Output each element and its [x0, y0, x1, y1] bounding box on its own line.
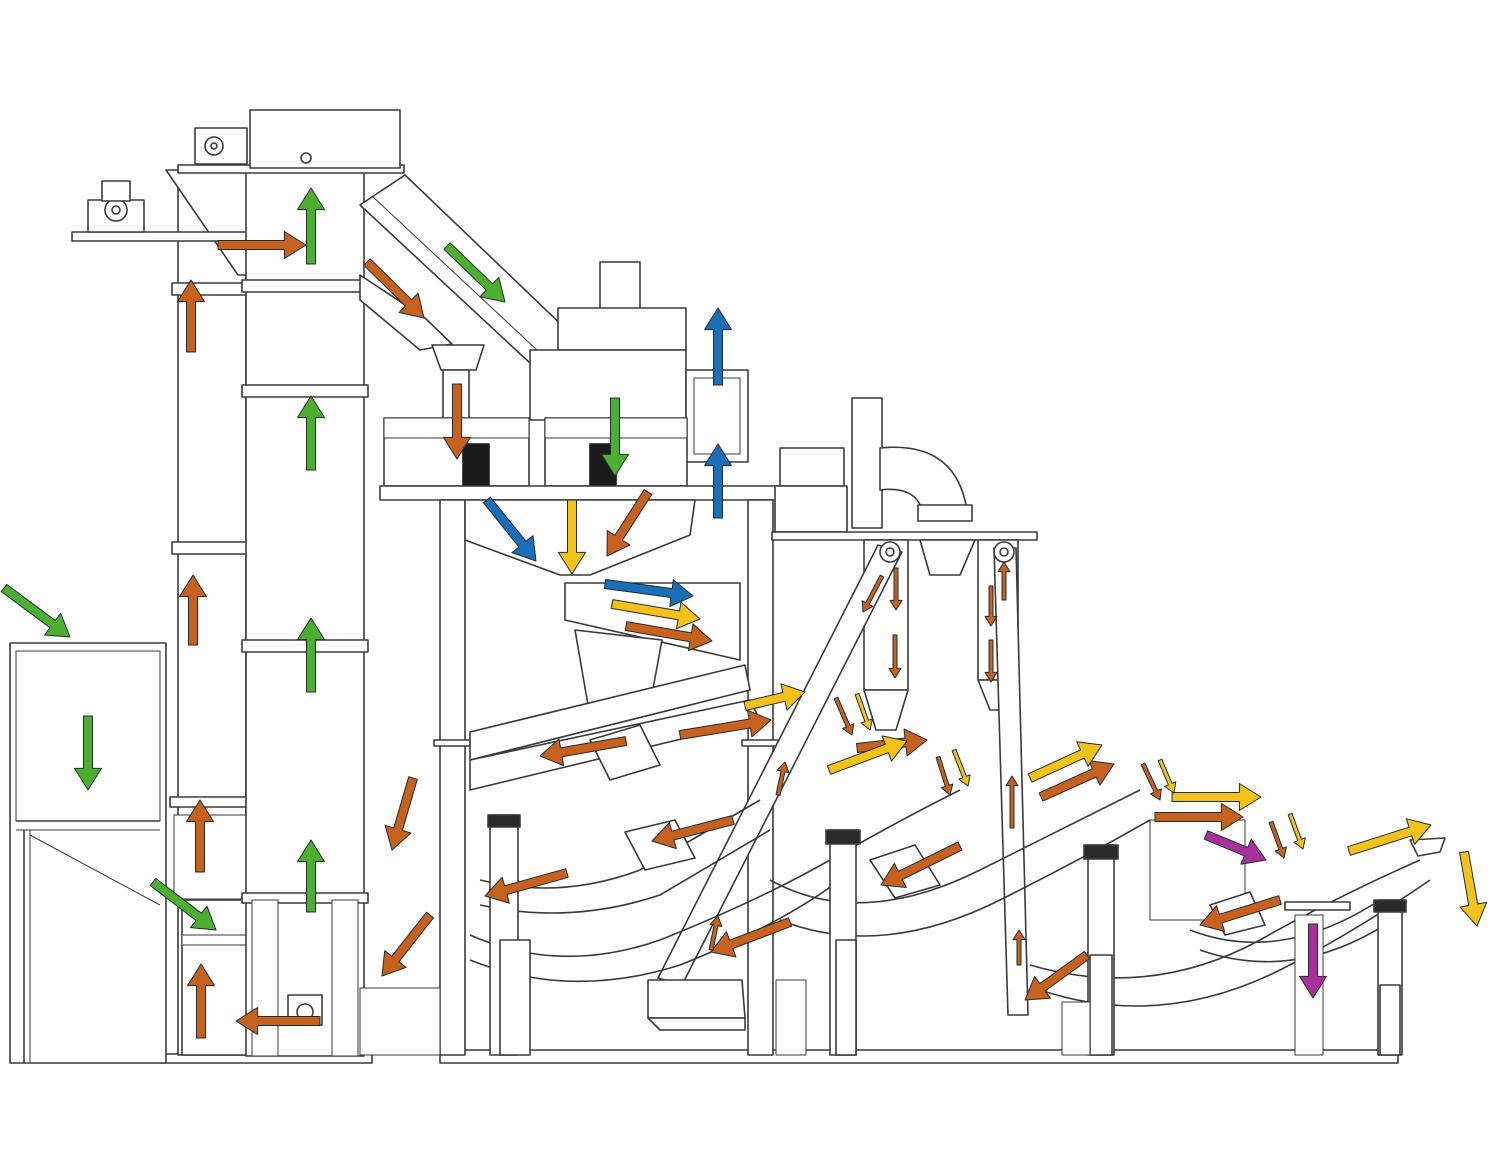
flow-arrow-orange-20	[624, 621, 713, 652]
flow-arrow-yellow-58	[854, 692, 873, 731]
flow-arrow-orange-41	[1268, 820, 1287, 859]
flow-arrow-yellow-57	[1459, 850, 1488, 927]
top-left-motor	[71, 180, 323, 242]
flow-arrow-yellow-60	[1157, 758, 1177, 794]
flow-arrow-yellow-53	[826, 735, 908, 775]
flow-arrow-green-4	[297, 617, 325, 693]
base-frame-right	[439, 1049, 1399, 1064]
flow-arrow-orange-29	[1154, 803, 1244, 831]
flow-arrow-orange-15	[187, 963, 215, 1039]
flow-arrow-orange-16	[235, 1007, 321, 1035]
machine-drawing	[9, 109, 1446, 1064]
flow-arrow-green-2	[149, 877, 217, 931]
flow-arrow-blue-49	[603, 579, 694, 607]
flow-arrow-yellow-54	[1027, 741, 1103, 783]
flow-arrow-yellow-50	[558, 499, 586, 575]
flow-arrow-orange-30	[1199, 895, 1282, 932]
flow-arrow-green-0	[0, 583, 71, 638]
flow-arrow-orange-32	[861, 574, 885, 613]
flow-arrow-orange-34	[888, 634, 902, 679]
flow-arrow-blue-48	[483, 496, 537, 562]
flow-arrow-orange-19	[606, 489, 653, 557]
flow-arrow-orange-33	[889, 567, 903, 611]
main-platform	[379, 485, 781, 1056]
flow-arrow-yellow-51	[610, 599, 701, 630]
flow-arrow-orange-39	[935, 755, 954, 796]
support-posts	[359, 814, 1407, 1056]
flow-arrow-orange-26	[880, 841, 963, 888]
left-elevator	[165, 169, 253, 1056]
flow-arrow-yellow-52	[743, 683, 806, 711]
flow-arrow-orange-31	[1024, 950, 1091, 1001]
flow-arrow-orange-38	[833, 696, 855, 736]
flow-arrow-orange-23	[651, 815, 735, 850]
upper-housing	[529, 261, 749, 463]
flow-arrow-orange-9	[217, 231, 307, 259]
flow-arrow-orange-10	[177, 279, 205, 353]
flow-arrow-orange-18	[381, 911, 434, 977]
flow-arrow-purple-62	[1203, 830, 1267, 865]
flow-arrow-green-8	[601, 397, 629, 477]
flow-arrow-blue-46	[704, 307, 732, 386]
flow-arrow-orange-13	[179, 574, 207, 646]
flow-arrow-orange-21	[539, 736, 628, 767]
flow-arrow-orange-11	[363, 258, 425, 319]
flow-arrow-orange-44	[775, 761, 790, 796]
flow-arrow-green-7	[443, 242, 506, 303]
flow-arrow-yellow-59	[951, 748, 971, 787]
flow-arrow-blue-47	[704, 443, 732, 519]
flow-arrow-orange-12	[443, 383, 471, 460]
flow-arrows	[0, 187, 1488, 1039]
intake-hopper	[9, 642, 167, 1064]
flow-arrow-orange-24	[484, 868, 569, 904]
flow-arrow-yellow-56	[1347, 818, 1432, 856]
flow-arrow-orange-40	[1140, 762, 1162, 801]
flow-arrow-orange-42	[1005, 775, 1019, 829]
flow-arrow-orange-22	[678, 709, 772, 740]
flow-arrow-orange-35	[984, 585, 998, 627]
flow-arrow-orange-28	[1038, 760, 1115, 802]
flow-arrow-purple-63	[1299, 923, 1327, 999]
flow-arrow-green-5	[297, 395, 325, 471]
flow-arrow-green-3	[297, 839, 325, 913]
flow-arrow-orange-17	[384, 776, 418, 851]
flow-arrow-orange-25	[710, 917, 793, 958]
flow-arrow-orange-14	[186, 799, 214, 873]
curved-troughs	[469, 724, 1446, 1007]
flow-arrow-yellow-61	[1287, 812, 1306, 850]
main-elevator	[177, 109, 405, 1057]
flow-arrow-green-6	[297, 187, 325, 265]
flow-arrow-orange-37	[997, 561, 1011, 601]
flow-arrow-orange-43	[1012, 929, 1026, 966]
flow-arrow-orange-36	[984, 639, 998, 683]
flow-arrow-orange-45	[708, 915, 723, 951]
flow-arrow-yellow-55	[1171, 783, 1262, 811]
flow-arrow-green-1	[74, 715, 102, 791]
sieve-boxes	[383, 417, 688, 487]
